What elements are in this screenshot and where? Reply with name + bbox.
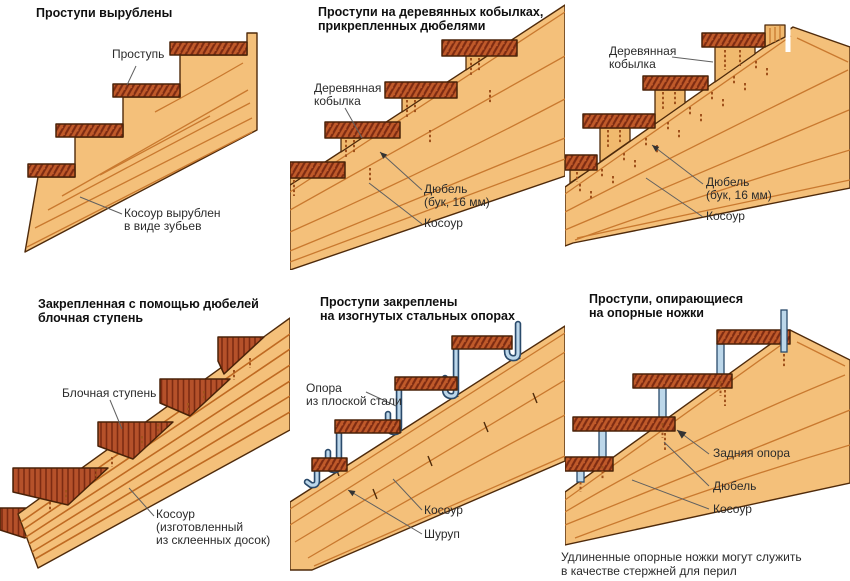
label-stringer: Косоур	[424, 216, 463, 230]
leader-lines	[631, 429, 710, 510]
dowels	[49, 358, 251, 512]
label-stringer: Косоур вырублен в виде зубьев	[124, 206, 221, 233]
diagram-block-step	[0, 317, 290, 569]
block-steps	[12, 336, 265, 506]
treads	[311, 335, 513, 472]
diagram-wooden-posts	[565, 20, 850, 247]
label-block-step: Блочная ступень	[62, 386, 157, 400]
label-screw: Шуруп	[424, 527, 460, 541]
leader-lines	[347, 391, 423, 535]
treads	[27, 41, 248, 178]
treads	[565, 329, 791, 472]
treads	[565, 32, 766, 171]
label-wooden-block: Деревянная кобылка	[314, 81, 382, 108]
panel-wooden-blocks: Проступи на деревянных кобылках, прикреп…	[290, 0, 565, 270]
label-tread: Проступь	[112, 47, 165, 61]
dowels	[579, 354, 785, 492]
treads	[290, 39, 518, 179]
label-rear-support: Задняя опора	[713, 446, 791, 460]
title-line: Проступи вырублены	[36, 6, 173, 20]
panel-title: Проступи закреплены на изогнутых стальны…	[320, 295, 515, 323]
panel-title: Проступи на деревянных кобылках, прикреп…	[318, 5, 544, 33]
panel-title: Проступи вырублены	[36, 6, 172, 20]
label-stringer: Косоур	[706, 209, 745, 223]
panel-support-legs: Проступи, опирающиеся на опорные ножки З…	[561, 280, 850, 581]
stringer	[565, 329, 850, 546]
diagram-support-legs	[565, 309, 850, 546]
label-stringer: Косоур	[424, 503, 463, 517]
label-stringer: Косоур	[713, 502, 752, 516]
dowels	[293, 58, 491, 196]
panel-title: Закрепленная с помощью дюбелей блочная с…	[38, 297, 259, 325]
leader-lines	[344, 107, 423, 225]
panel-steel-supports: Проступи закреплены на изогнутых стальны…	[290, 280, 565, 581]
label-stringer: Косоур (изготовленный из склеенных досок…	[156, 507, 271, 547]
panel-treads-cut: Проступи вырублены Проступь Косоур выруб…	[0, 0, 290, 270]
panel-block-step: Закрепленная с помощью дюбелей блочная с…	[0, 280, 290, 581]
panel-wooden-posts: Деревянная кобылка Дюбель (бук, 16 мм) К…	[565, 0, 850, 270]
label-dowel: Дюбель	[713, 479, 757, 493]
extended-railing-leg	[780, 309, 788, 353]
label-wooden-block: Деревянная кобылка	[609, 44, 677, 71]
stringer	[565, 26, 850, 247]
panel-title: Проступи, опирающиеся на опорные ножки	[589, 292, 744, 320]
label-dowel: Дюбель (бук, 16 мм)	[424, 182, 490, 209]
diagram-treads-cut	[24, 32, 258, 253]
top-board	[764, 24, 786, 48]
diagram-steel-supports	[290, 320, 565, 571]
leader-lines	[645, 56, 714, 218]
footnote-caption: Удлиненные опорные ножки могут служить в…	[561, 550, 802, 578]
diagram-wooden-blocks	[290, 4, 565, 270]
leader-lines	[109, 399, 155, 517]
leader-lines	[79, 65, 137, 215]
label-dowel: Дюбель (бук, 16 мм)	[706, 175, 772, 202]
label-steel-support: Опора из плоской стали	[306, 381, 402, 408]
